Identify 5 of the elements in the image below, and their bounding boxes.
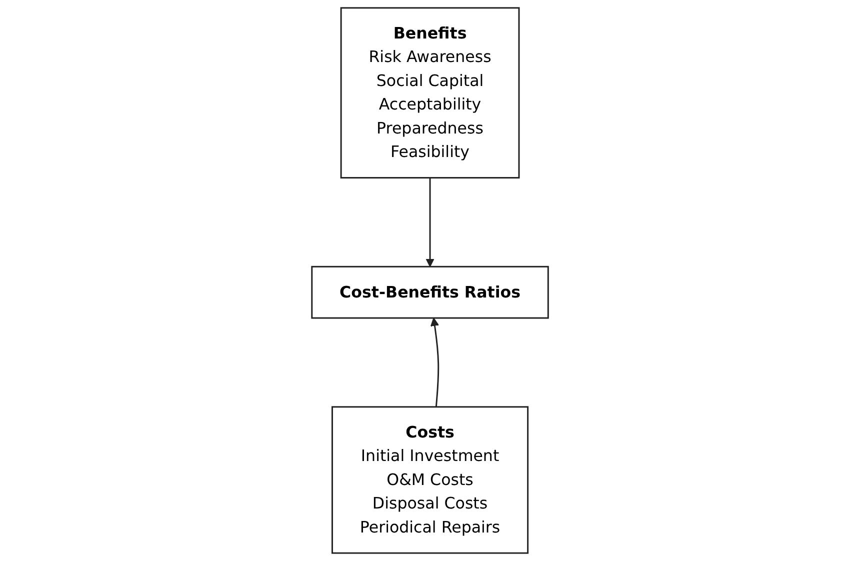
node-box: Costs Initial Investment O&M Costs Disposal Costs Periodical Repairs — [331, 406, 529, 554]
node-box: Benefits Risk Awareness Social Capital Acceptability Preparedness Feasibility — [340, 7, 520, 179]
arrow — [426, 178, 434, 268]
arrow — [430, 318, 440, 407]
node-box: Cost-Benefits Ratios — [311, 266, 549, 319]
